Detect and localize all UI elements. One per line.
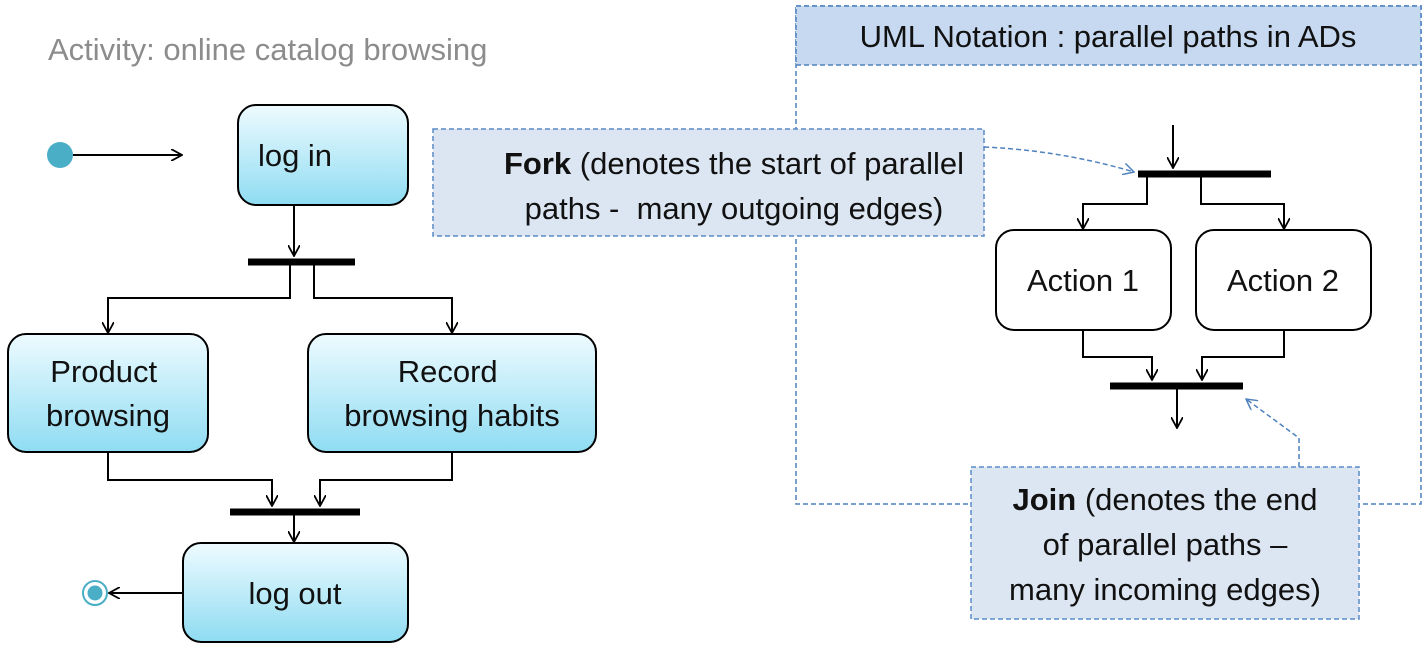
fork-note-line2: paths - many outgoing edges) (525, 191, 944, 226)
action-log-out-label: log out (248, 576, 341, 611)
edge-fork-to-record-habits (313, 265, 452, 333)
edge-example-fork-to-action2 (1200, 177, 1284, 229)
action-product-browsing (7, 333, 209, 453)
action-record-browsing-habits (307, 333, 597, 453)
join-note-line1: Join (denotes the end (1012, 482, 1317, 517)
edge-fork-to-product-browsing (108, 265, 291, 333)
fork-note: Fork (denotes the start of parallel path… (432, 128, 1134, 237)
action-log-in-label: log in (258, 138, 332, 173)
join-note-line1-rest: (denotes the end (1076, 482, 1317, 517)
notation-panel-header (795, 5, 1422, 66)
example-action-1-label: Action 1 (1027, 263, 1139, 298)
initial-node (47, 142, 73, 168)
notation-panel: UML Notation : parallel paths in ADs (795, 5, 1422, 505)
fork-note-line1-rest: (denotes the start of parallel (571, 146, 964, 181)
product-browsing-line2: browsing (46, 398, 170, 433)
action-record-browsing-habits-label: Record browsing habits (344, 354, 559, 433)
record-habits-line1: Record (398, 354, 498, 389)
join-note-box (970, 466, 1360, 620)
left-activity: log in Product browsing Record browsing … (7, 104, 597, 643)
notation-panel-title: UML Notation : parallel paths in ADs (860, 19, 1357, 54)
product-browsing-line1: Product (50, 354, 157, 389)
action-log-in (237, 104, 409, 206)
action-product-browsing-label: Product browsing (46, 354, 170, 433)
fork-note-keyword: Fork (504, 146, 572, 181)
final-node-dot (87, 585, 103, 601)
record-habits-line2: browsing habits (344, 398, 559, 433)
fork-note-box (432, 128, 985, 237)
edge-action1-to-example-join (1082, 330, 1152, 380)
notation-example: Action 1 Action 2 (995, 125, 1372, 428)
fork-note-line1: Fork (denotes the start of parallel (504, 146, 964, 181)
join-note: Join (denotes the end of parallel paths … (970, 399, 1360, 620)
join-note-line3: many incoming edges) (1009, 572, 1321, 607)
edge-product-browsing-to-join (107, 452, 272, 506)
join-note-keyword: Join (1012, 482, 1076, 517)
edge-example-fork-to-action1 (1083, 177, 1148, 229)
join-note-connector (1246, 399, 1300, 467)
edge-action2-to-example-join (1202, 330, 1285, 380)
example-action-2-label: Action 2 (1227, 263, 1339, 298)
edge-record-habits-to-join (320, 452, 453, 506)
diagram-title: Activity: online catalog browsing (48, 32, 487, 67)
fork-note-connector (983, 146, 1134, 172)
join-note-line2: of parallel paths – (1043, 527, 1288, 562)
